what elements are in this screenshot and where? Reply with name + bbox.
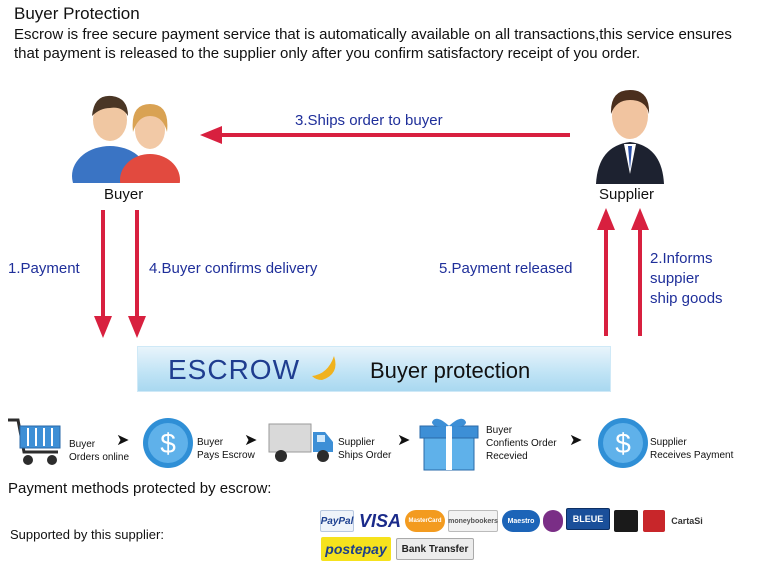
payment-released-arrow xyxy=(597,208,615,336)
payment-methods-title: Payment methods protected by escrow: xyxy=(8,480,272,497)
paypal-logo: PayPal xyxy=(320,510,354,532)
informs-supplier-label: 2.Informs suppier ship goods xyxy=(650,249,723,309)
bank-transfer-logo: Bank Transfer xyxy=(396,538,474,560)
maestro-logo: Maestro xyxy=(502,510,540,532)
cartasi-logo: CartaSi xyxy=(671,516,703,526)
step-2-text: Buyer Pays Escrow xyxy=(197,436,255,462)
step-line: Receives Payment xyxy=(650,450,734,461)
step-line: Buyer xyxy=(486,425,513,436)
step-4-text: Buyer Confients Order Recevied xyxy=(486,424,557,463)
informs-line: suppier xyxy=(650,270,700,287)
page-title: Buyer Protection xyxy=(14,4,140,23)
next-arrow-icon: ➤ xyxy=(116,432,130,449)
svg-text:$: $ xyxy=(160,428,176,459)
visa-logo: VISA xyxy=(358,510,401,531)
payment-arrow xyxy=(94,210,112,338)
dollar-coin-icon: $ xyxy=(598,418,648,468)
escrow-word: ESCROW xyxy=(168,354,300,385)
svg-text:$: $ xyxy=(615,428,631,459)
step-3-text: Supplier Ships Order xyxy=(338,436,391,462)
supported-label: Supported by this supplier: xyxy=(10,527,164,542)
payment-released-label: 5.Payment released xyxy=(439,260,573,277)
confirm-delivery-arrow xyxy=(128,210,146,338)
escrow-banner xyxy=(137,346,611,392)
step-line: Ships Order xyxy=(338,450,392,461)
step-line: Buyer xyxy=(69,439,96,450)
step-1-text: Buyer Orders online xyxy=(69,438,129,464)
step-line: Supplier xyxy=(338,437,375,448)
next-arrow-icon: ➤ xyxy=(569,432,583,449)
ships-order-label: 3.Ships order to buyer xyxy=(295,112,443,129)
description-text: Escrow is free secure payment service th… xyxy=(14,26,732,62)
black-card-logo xyxy=(614,510,638,532)
informs-supplier-arrow xyxy=(631,208,649,336)
crescent-logo-icon xyxy=(312,356,336,380)
red-card-logo xyxy=(643,510,665,532)
buyer-label: Buyer xyxy=(104,186,144,203)
step-line: Buyer xyxy=(197,437,224,448)
supplier-icon xyxy=(596,90,664,184)
step-5-text: Supplier Receives Payment xyxy=(650,436,733,462)
payment-label: 1.Payment xyxy=(8,260,80,277)
step-line: Recevied xyxy=(486,451,528,462)
purple-card-logo xyxy=(543,510,563,532)
next-arrow-icon: ➤ xyxy=(244,432,258,449)
dollar-coin-icon: $ xyxy=(143,418,193,468)
informs-line: 2.Informs xyxy=(650,250,713,267)
postepay-logo: postepay xyxy=(321,537,391,561)
escrow-subtitle: Buyer protection xyxy=(370,358,531,383)
step-line: Pays Escrow xyxy=(197,450,255,461)
carte-bleue-logo: BLEUE xyxy=(566,508,610,530)
step-line: Orders online xyxy=(69,452,130,463)
gift-box-icon xyxy=(419,418,479,471)
step-line: Confients Order xyxy=(486,438,557,449)
confirm-delivery-label: 4.Buyer confirms delivery xyxy=(149,260,318,277)
mastercard-logo: MasterCard xyxy=(405,510,445,532)
ships-order-arrow xyxy=(200,126,570,144)
delivery-truck-icon xyxy=(268,423,333,462)
buyer-icon xyxy=(72,95,180,183)
supplier-label: Supplier xyxy=(599,186,655,203)
shopping-cart-icon xyxy=(8,418,61,465)
informs-line: ship goods xyxy=(650,290,723,307)
step-line: Supplier xyxy=(650,437,687,448)
moneybookers-logo: moneybookers xyxy=(448,510,498,532)
next-arrow-icon: ➤ xyxy=(397,432,411,449)
